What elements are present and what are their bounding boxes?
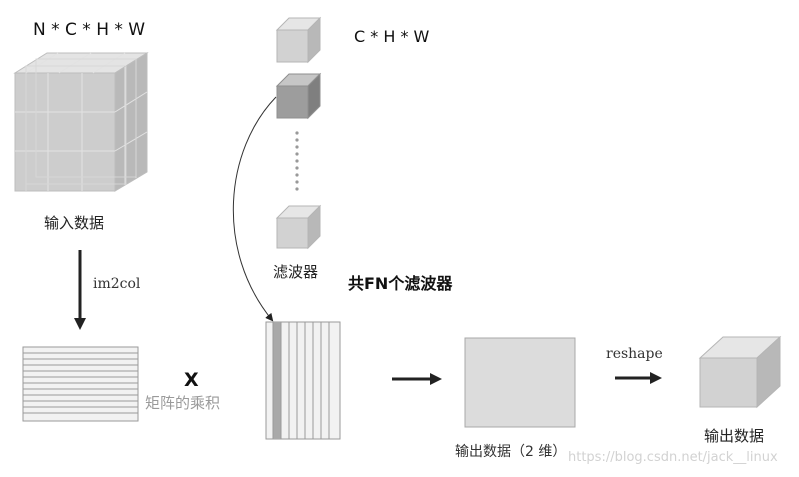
watermark: https://blog.csdn.net/jack__linux	[568, 450, 778, 465]
filter-matrix	[265, 321, 341, 440]
ellipsis-dots	[295, 131, 299, 191]
input-matrix	[22, 346, 139, 422]
filter-cube-last	[275, 204, 322, 250]
matrix-product-label: 矩阵的乘积	[145, 394, 221, 412]
filter-to-column-arrow	[232, 96, 277, 322]
input-data-label: 输入数据	[44, 214, 105, 232]
filter-shape-label: C * H * W	[354, 27, 430, 46]
im2col-label: im2col	[93, 276, 141, 292]
input-shape-label: N * C * H * W	[33, 20, 146, 40]
reshape-label: reshape	[606, 346, 663, 362]
fn-filters-label: 共FN个滤波器	[348, 274, 453, 293]
multiply-sign: X	[184, 369, 199, 391]
output-2d-matrix	[464, 337, 576, 428]
input-data-block	[13, 52, 149, 192]
output-data-label: 输出数据	[704, 427, 765, 445]
output-2d-label: 输出数据（2 维）	[455, 444, 567, 460]
im2col-arrow	[74, 250, 86, 330]
filter-cube-highlighted	[275, 72, 322, 120]
highlight-column	[273, 322, 281, 439]
product-arrow	[392, 373, 442, 385]
reshape-arrow	[615, 372, 662, 384]
filter-cube-1	[275, 16, 322, 64]
filter-label: 滤波器	[273, 263, 319, 281]
output-cube	[698, 335, 782, 409]
